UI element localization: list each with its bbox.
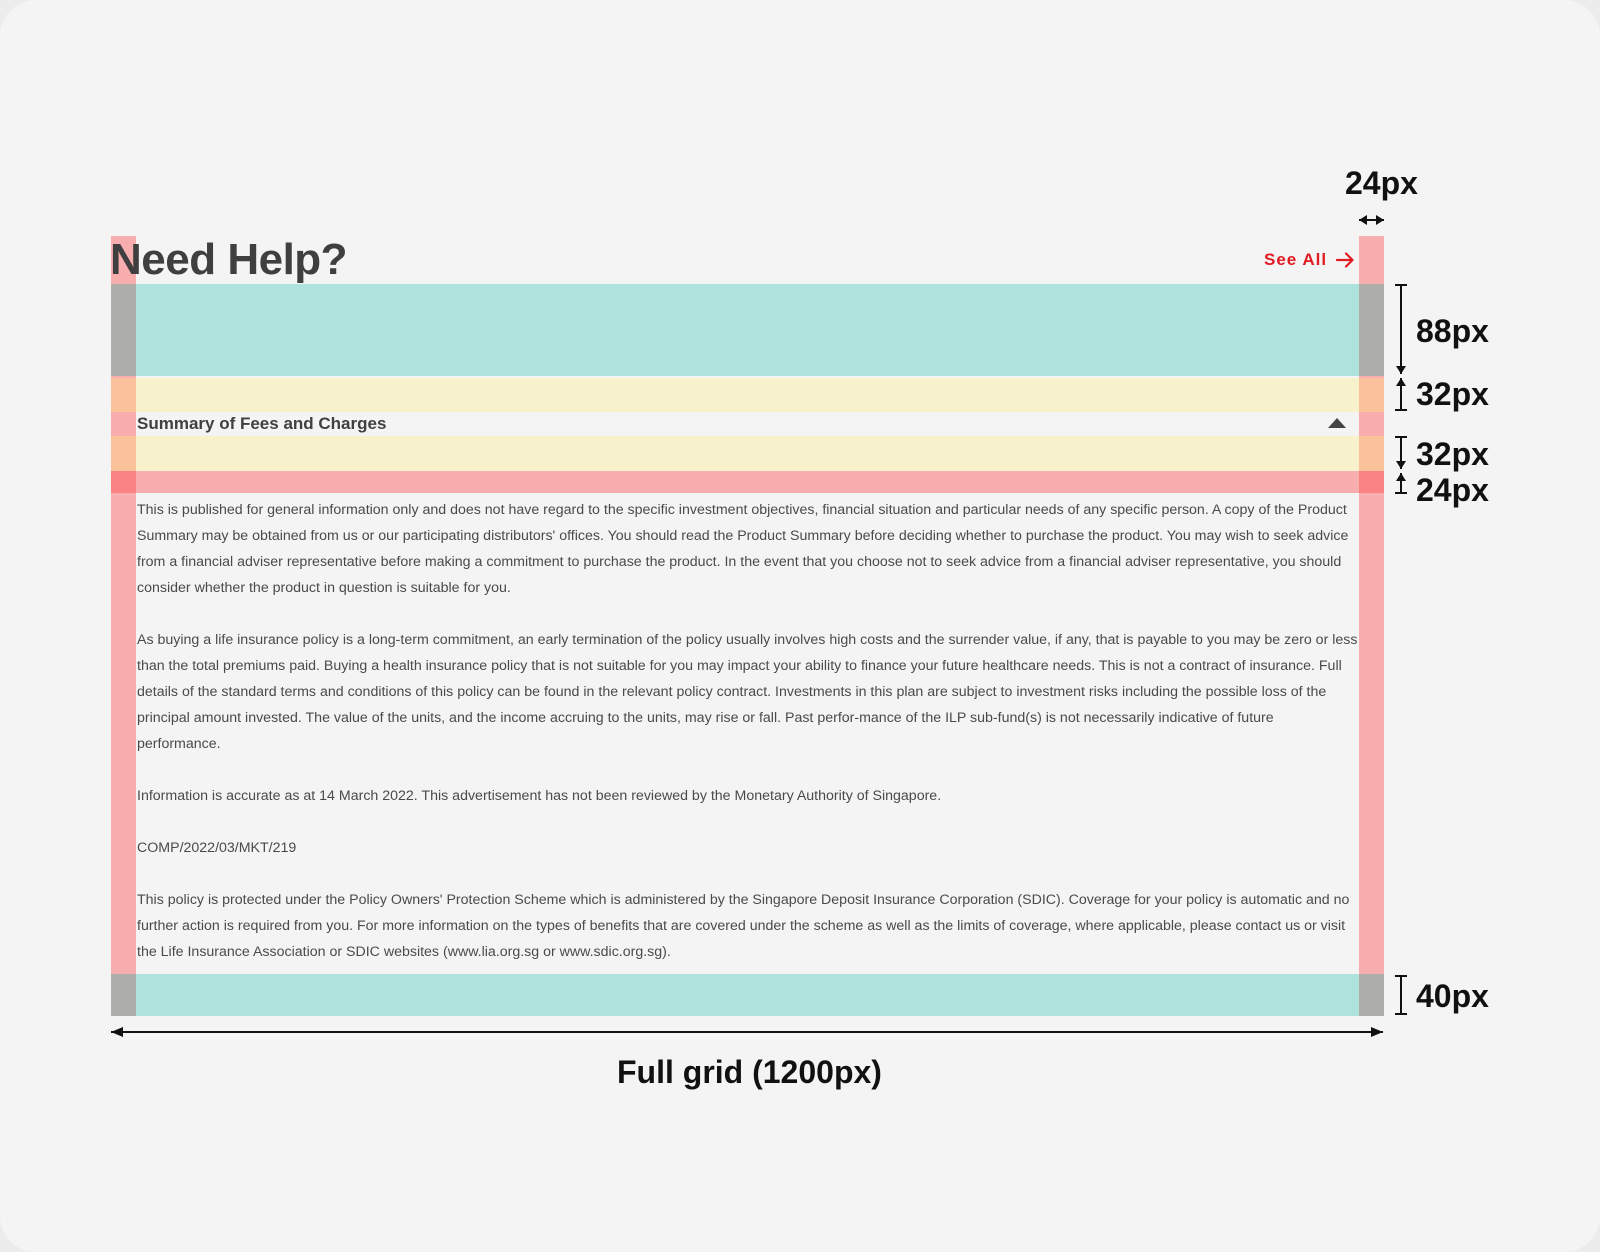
before-body-band bbox=[136, 471, 1359, 493]
below-label-band bbox=[136, 436, 1359, 471]
below-label-gutter-left bbox=[111, 436, 136, 471]
before-body-measure-label: 24px bbox=[1416, 472, 1489, 508]
above-label-gutter-left bbox=[111, 378, 136, 412]
caret-up-icon[interactable] bbox=[1328, 418, 1346, 428]
below-label-gutter-right bbox=[1359, 436, 1384, 471]
top-spacing-measure-label: 88px bbox=[1416, 313, 1489, 349]
bottom-spacing-gutter-left bbox=[111, 974, 136, 1016]
arrow-right-icon bbox=[1335, 252, 1354, 268]
bottom-spacing-measure-label: 40px bbox=[1416, 978, 1489, 1014]
see-all-link[interactable]: See All bbox=[1264, 248, 1355, 272]
module-title: Need Help? bbox=[110, 235, 348, 284]
above-label-gutter-right bbox=[1359, 378, 1384, 412]
disclaimer-paragraph: As buying a life insurance policy is a l… bbox=[137, 632, 1358, 752]
bottom-spacing-gutter-right bbox=[1359, 974, 1384, 1016]
accordion-label[interactable]: Summary of Fees and Charges bbox=[137, 414, 387, 433]
before-body-gutter-left bbox=[111, 471, 136, 493]
disclaimer-body: This is published for general informatio… bbox=[137, 497, 1359, 991]
see-all-label: See All bbox=[1264, 250, 1328, 269]
before-body-gutter-right bbox=[1359, 471, 1384, 493]
gutter-measure-label: 24px bbox=[1345, 165, 1418, 201]
full-grid-measure-label: Full grid (1200px) bbox=[617, 1054, 882, 1090]
above-label-band bbox=[136, 378, 1359, 412]
above-label-measure-label: 32px bbox=[1416, 376, 1489, 412]
accordion-header-row[interactable] bbox=[136, 412, 1359, 436]
top-spacing-gutter-right bbox=[1359, 284, 1384, 376]
top-spacing-band bbox=[136, 284, 1359, 376]
disclaimer-paragraph: This policy is protected under the Polic… bbox=[137, 892, 1350, 960]
below-label-measure-label: 32px bbox=[1416, 436, 1489, 472]
disclaimer-paragraph: This is published for general informatio… bbox=[137, 502, 1349, 596]
disclaimer-paragraph: Information is accurate as at 14 March 2… bbox=[137, 788, 942, 804]
top-spacing-gutter-left bbox=[111, 284, 136, 376]
bottom-spacing-band bbox=[136, 974, 1359, 1016]
disclaimer-paragraph: COMP/2022/03/MKT/219 bbox=[137, 840, 297, 856]
